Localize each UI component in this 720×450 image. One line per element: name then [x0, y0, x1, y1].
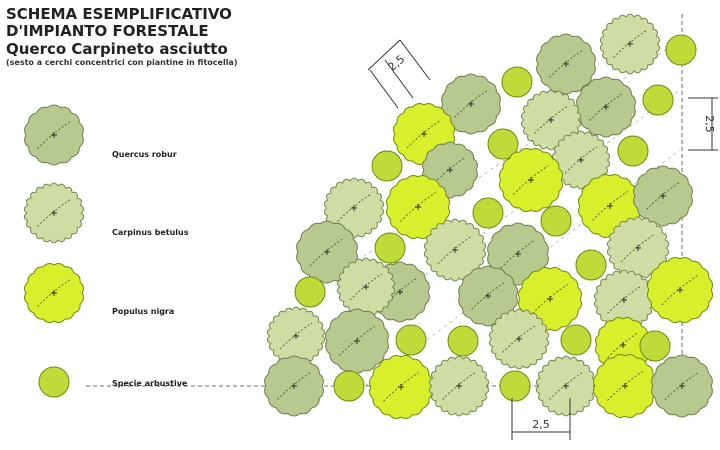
shrub-tree [617, 135, 649, 167]
carpinus-tree [599, 13, 661, 75]
dimension-right-label: 2,5 [703, 115, 716, 133]
carpinus-tree [266, 306, 326, 366]
quercus-icon [24, 104, 84, 166]
quercus-symbol [24, 104, 84, 166]
carpinus-tree [323, 177, 385, 239]
quercus-tree [441, 73, 501, 135]
quercus-tree [651, 354, 713, 418]
quercus-tree [536, 33, 596, 95]
populus-tree [646, 256, 714, 324]
carpinus-tree [535, 355, 597, 417]
populus-symbol [23, 262, 85, 324]
shrub-tree [487, 128, 519, 160]
carpinus-tree [336, 257, 396, 317]
title-line-2: D'IMPIANTO FORESTALE [6, 22, 209, 40]
shrub-tree [639, 330, 671, 362]
carpinus-tree [488, 308, 550, 370]
shrub-symbol [38, 366, 70, 398]
legend-item-populus: Populus nigra [23, 262, 174, 324]
shrub-tree [395, 324, 427, 356]
title-note: (sesto a cerchi concentrici con piantine… [6, 58, 238, 67]
legend-label-populus: Populus nigra [112, 307, 174, 316]
shrub-tree [294, 276, 326, 308]
shrub-tree [665, 34, 697, 66]
quercus-tree [325, 308, 389, 374]
shrub-tree [560, 324, 592, 356]
title-line-3: Querco Carpineto asciutto [6, 40, 228, 58]
carpinus-icon [23, 182, 85, 244]
tree-layout [264, 13, 714, 420]
shrub-tree [501, 66, 533, 98]
carpinus-symbol [23, 182, 85, 244]
legend-label-quercus: Quercus robur [112, 150, 177, 159]
populus-tree [498, 147, 564, 213]
dimension-top-label: 2,5 [386, 53, 408, 74]
shrub-tree [499, 370, 531, 402]
shrub-tree [540, 205, 572, 237]
populus-icon [23, 262, 85, 324]
populus-tree [368, 354, 434, 420]
title-block: SCHEMA ESEMPLIFICATIVO D'IMPIANTO FOREST… [6, 6, 326, 68]
dimension-right: 2,5 [688, 97, 718, 151]
legend-item-carpinus: Carpinus betulus [23, 182, 189, 244]
legend-item-quercus: Quercus robur [24, 104, 177, 166]
title-line-1: SCHEMA ESEMPLIFICATIVO [6, 5, 232, 23]
dimension-bottom-label: 2,5 [532, 418, 550, 431]
legend: Quercus robur Carpinus betulus Populus n… [23, 104, 189, 398]
populus-tree [592, 353, 658, 419]
shrub-tree [575, 249, 607, 281]
shrub-tree [472, 197, 504, 229]
quercus-tree [633, 165, 693, 227]
quercus-tree [264, 355, 324, 417]
shrub-tree [447, 325, 479, 357]
legend-label-carpinus: Carpinus betulus [112, 228, 189, 237]
shrub-tree [374, 232, 406, 264]
dimension-marks: 2,5 2,5 2,5 [367, 39, 718, 440]
quercus-tree [576, 76, 636, 138]
dimension-top: 2,5 [367, 39, 431, 109]
legend-item-shrub: Specie arbustive [38, 366, 188, 398]
shrub-tree [371, 150, 403, 182]
shrub-tree [642, 84, 674, 116]
shrub-icon [38, 366, 70, 398]
dimension-bottom: 2,5 [511, 398, 571, 440]
shrub-tree [333, 370, 365, 402]
legend-label-shrub: Specie arbustive [112, 379, 188, 388]
carpinus-tree [428, 355, 490, 417]
